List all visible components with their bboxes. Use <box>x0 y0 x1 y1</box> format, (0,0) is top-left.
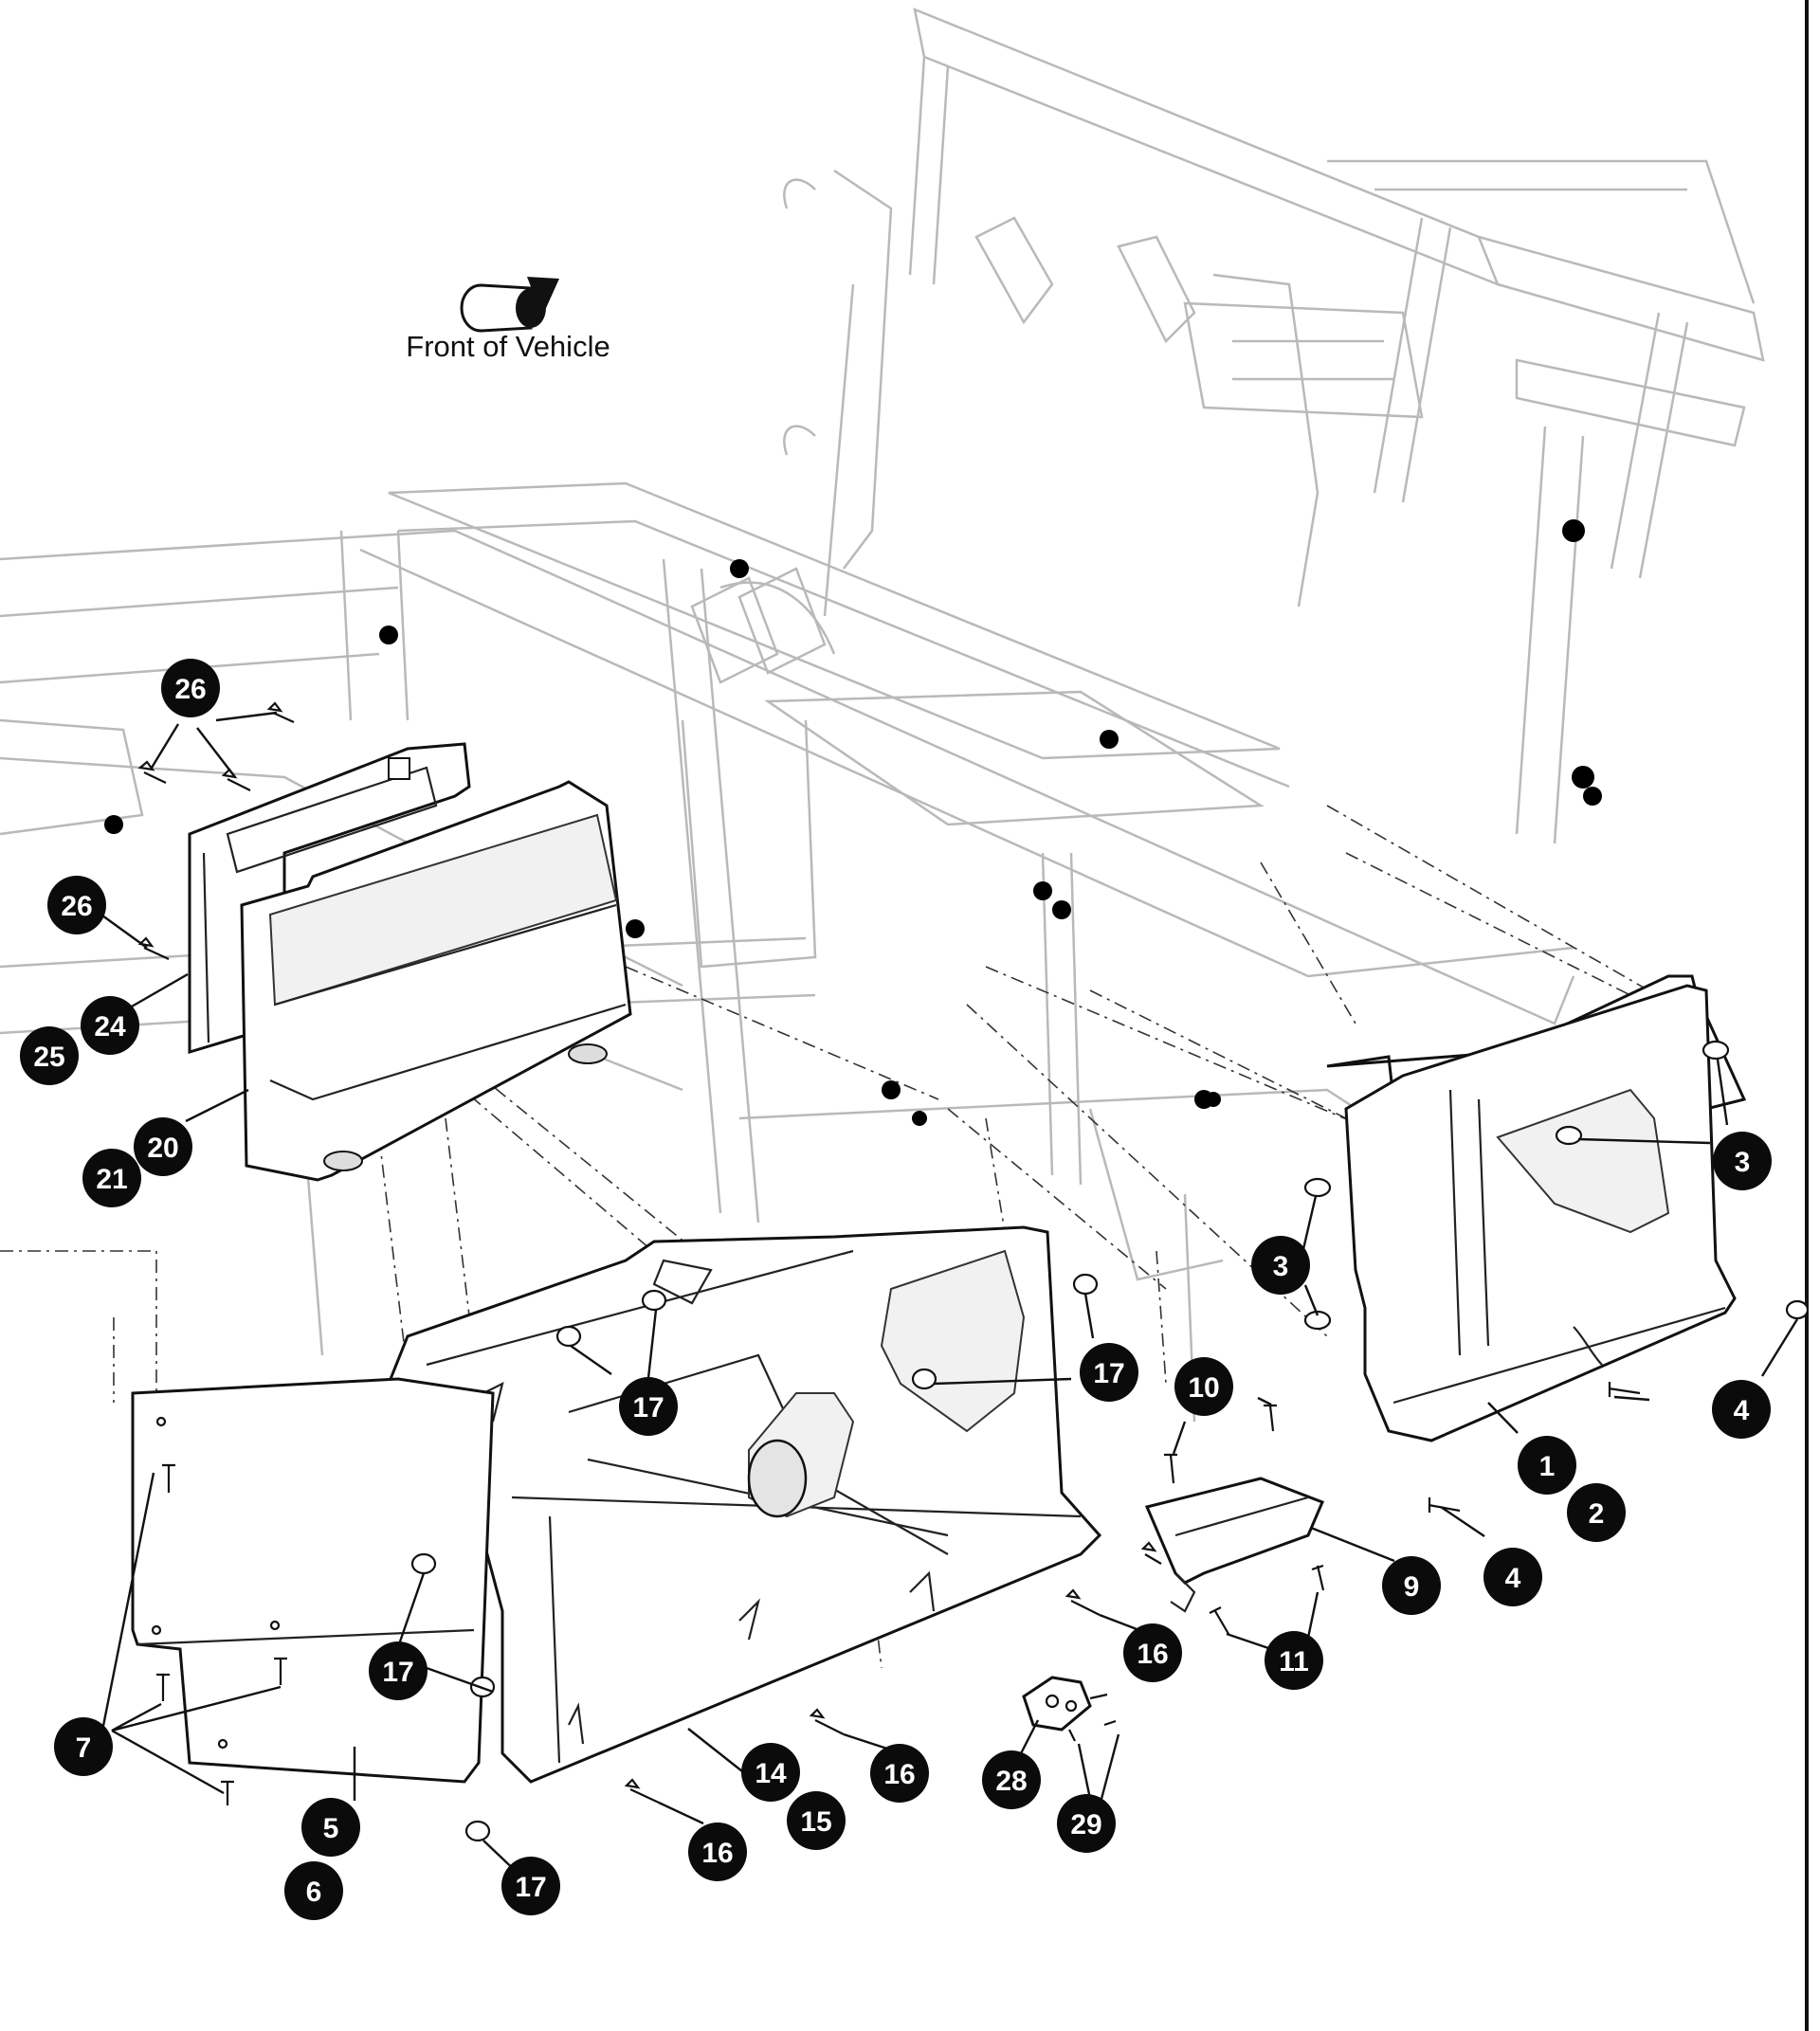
svg-text:24: 24 <box>94 1011 126 1043</box>
svg-text:5: 5 <box>323 1813 339 1844</box>
callout-21: 21 <box>82 1149 141 1207</box>
svg-text:28: 28 <box>995 1766 1027 1797</box>
callout-11: 11 <box>1265 1631 1323 1690</box>
svg-text:16: 16 <box>1137 1639 1168 1670</box>
callout-4-lower: 4 <box>1483 1548 1542 1606</box>
svg-text:14: 14 <box>755 1758 787 1789</box>
svg-text:17: 17 <box>515 1872 546 1903</box>
callout-2: 2 <box>1567 1483 1626 1542</box>
svg-text:25: 25 <box>33 1042 64 1073</box>
side-panel-14 <box>387 1225 1102 1784</box>
callout-9: 9 <box>1382 1556 1441 1615</box>
callout-29: 29 <box>1057 1794 1116 1853</box>
svg-text:4: 4 <box>1734 1395 1750 1426</box>
bracket-9 <box>1144 1477 1324 1613</box>
svg-text:11: 11 <box>1279 1646 1309 1677</box>
callout-17-bottom: 17 <box>501 1857 560 1915</box>
callout-26-top: 26 <box>161 659 220 717</box>
svg-text:17: 17 <box>632 1392 664 1424</box>
callout-3-left: 3 <box>1251 1236 1310 1295</box>
callout-15: 15 <box>787 1791 846 1850</box>
callout-16-right: 16 <box>1123 1623 1182 1682</box>
front-of-vehicle-indicator: Front of Vehicle <box>406 277 610 363</box>
bracket-28 <box>1022 1676 1092 1732</box>
svg-text:16: 16 <box>701 1838 733 1869</box>
svg-text:16: 16 <box>883 1759 915 1790</box>
callout-4-upper: 4 <box>1712 1380 1771 1439</box>
callout-25: 25 <box>20 1026 79 1085</box>
callout-17-right: 17 <box>1080 1343 1138 1402</box>
svg-text:2: 2 <box>1589 1498 1605 1530</box>
front-arrow-icon <box>460 277 559 333</box>
front-of-vehicle-label: Front of Vehicle <box>406 330 610 363</box>
svg-text:21: 21 <box>96 1164 127 1195</box>
callout-17-top: 17 <box>619 1377 678 1436</box>
callout-7: 7 <box>54 1717 113 1776</box>
svg-text:3: 3 <box>1273 1251 1289 1282</box>
side-panel-1 <box>1326 974 1747 1442</box>
rear-panel-20 <box>240 780 632 1182</box>
page-border-right <box>1805 0 1809 2031</box>
svg-text:10: 10 <box>1188 1372 1219 1404</box>
callout-14: 14 <box>741 1743 800 1802</box>
svg-text:26: 26 <box>174 674 206 705</box>
callout-10: 10 <box>1174 1357 1233 1416</box>
svg-text:17: 17 <box>382 1657 413 1688</box>
svg-text:1: 1 <box>1539 1451 1556 1482</box>
callout-3-right: 3 <box>1713 1132 1772 1190</box>
svg-text:15: 15 <box>800 1806 831 1838</box>
callout-26-left: 26 <box>47 876 106 934</box>
callout-16-middle: 16 <box>870 1744 929 1803</box>
svg-text:29: 29 <box>1070 1809 1101 1841</box>
fasteners <box>137 701 1810 1842</box>
callout-17-left: 17 <box>369 1641 428 1700</box>
callout-6: 6 <box>284 1861 343 1920</box>
svg-text:4: 4 <box>1505 1563 1521 1594</box>
svg-text:6: 6 <box>306 1877 322 1908</box>
svg-text:17: 17 <box>1093 1358 1124 1389</box>
svg-text:26: 26 <box>61 891 92 922</box>
callout-16-left: 16 <box>688 1822 747 1881</box>
callout-1: 1 <box>1518 1436 1576 1495</box>
svg-text:20: 20 <box>147 1133 178 1164</box>
svg-text:7: 7 <box>76 1732 92 1764</box>
callout-28: 28 <box>982 1750 1041 1809</box>
svg-text:9: 9 <box>1404 1571 1420 1603</box>
callout-24: 24 <box>81 996 139 1055</box>
callout-5: 5 <box>301 1798 360 1857</box>
panel-5 <box>131 1377 495 1784</box>
svg-text:3: 3 <box>1735 1147 1751 1178</box>
callout-20: 20 <box>134 1117 192 1176</box>
